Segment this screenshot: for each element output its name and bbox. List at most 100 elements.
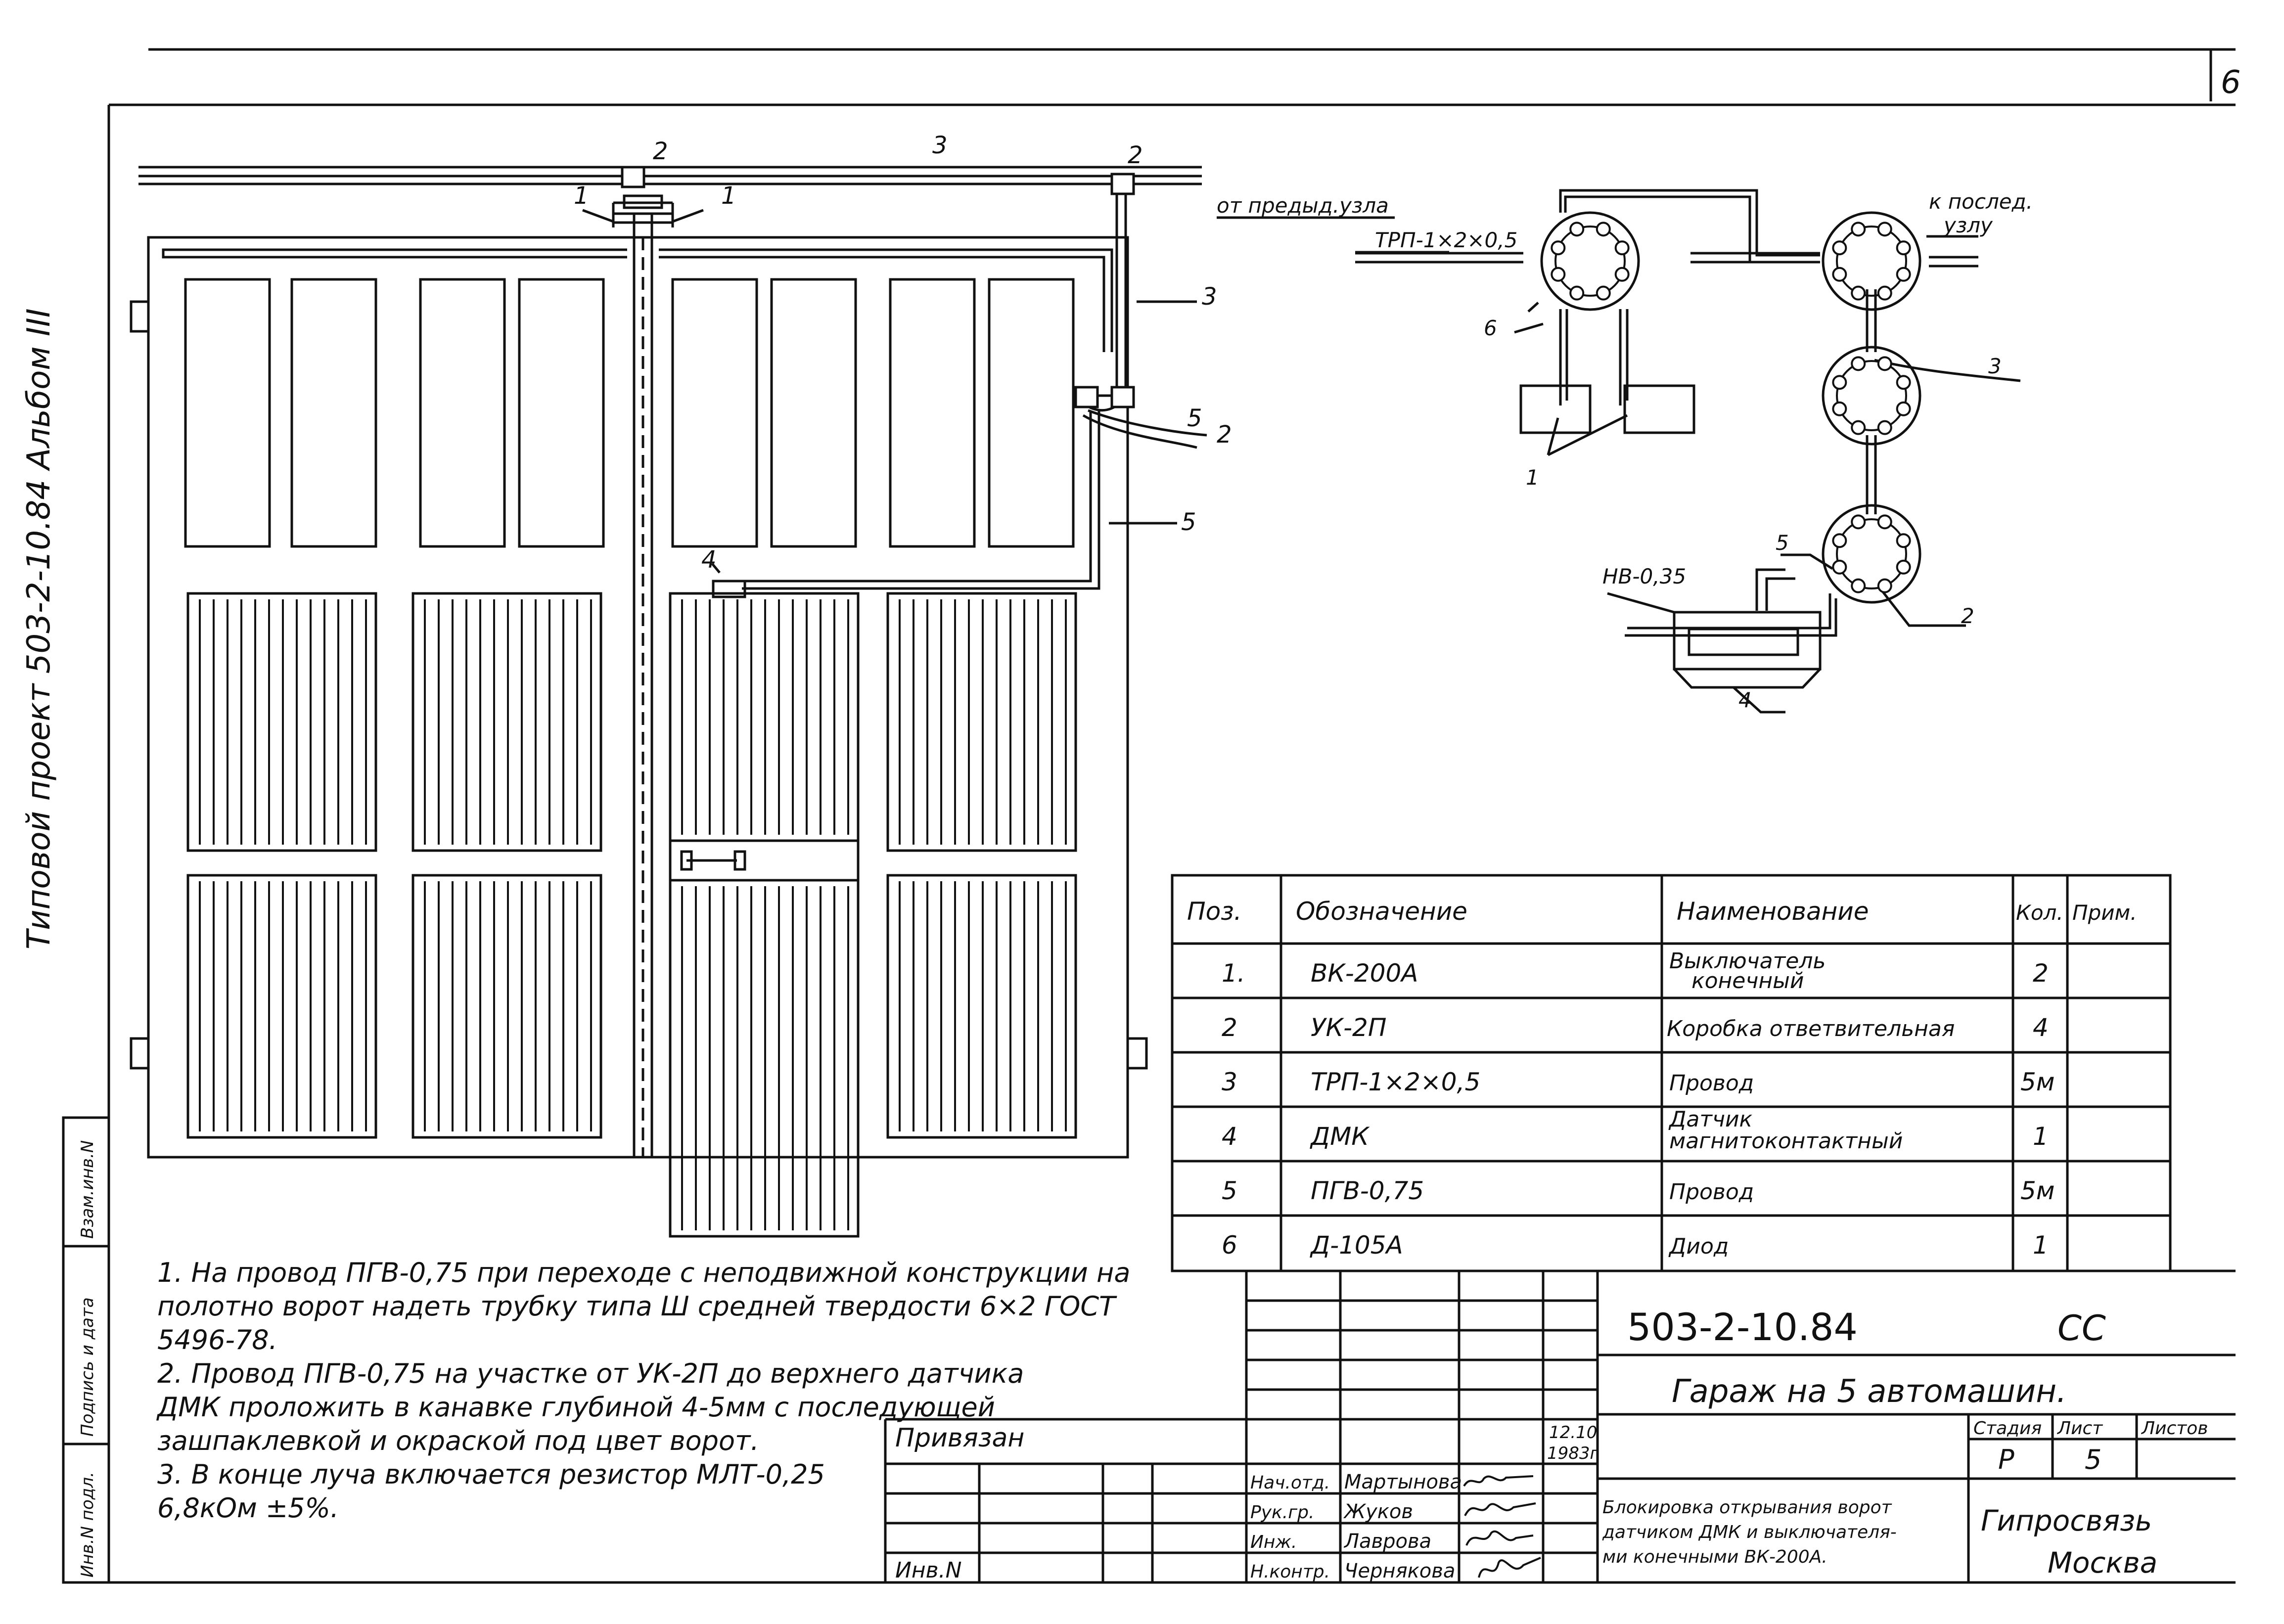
sheet-title: ми конечными ВК-200А. — [1602, 1547, 1827, 1567]
cell-pos: 2 — [1222, 1013, 1237, 1042]
schematic-sensor-dmk — [1673, 611, 1822, 671]
callout-2: 2 — [1961, 604, 1974, 628]
album-title-vertical: Типовой проект 503-2-10.84 Альбом III — [21, 308, 57, 949]
terminal — [1832, 375, 1847, 390]
stamp-signature-date: Подпись и дата — [78, 1297, 97, 1437]
leader-1 — [582, 209, 704, 223]
label-wire-trp: ТРП-1×2×0,5 — [1375, 228, 1517, 252]
th-name: Наименование — [1677, 897, 1869, 926]
upper-panel — [770, 278, 857, 548]
note-3: 3. В конце луча включается резистор МЛТ-… — [157, 1459, 825, 1524]
cell-name: Провод — [1669, 1179, 1754, 1205]
upper-panel — [184, 278, 271, 548]
door-handle-end — [680, 850, 693, 871]
stamp-inv-podl: Инв.N подл. — [78, 1472, 97, 1578]
terminal-rings — [1551, 222, 1911, 593]
person: Мартынова — [1344, 1471, 1462, 1493]
signature — [1465, 1531, 1534, 1546]
leader-nv — [1607, 592, 1675, 614]
date-year: 1983г — [1547, 1444, 1599, 1463]
sheet-title: датчиком ДМК и выключателя- — [1602, 1522, 1897, 1542]
junction-box-uk2p — [1110, 386, 1135, 408]
terminal — [1832, 533, 1847, 548]
limit-switch-body — [612, 212, 674, 224]
sheet-title: Блокировка открывания ворот — [1602, 1497, 1892, 1518]
org-name: Гипросвязь — [1981, 1504, 2152, 1537]
leader-6 — [1514, 302, 1544, 334]
person: Лаврова — [1343, 1530, 1431, 1553]
cell-pos: 3 — [1222, 1068, 1237, 1096]
terminal — [1877, 356, 1892, 371]
schematic-top-loop — [1564, 195, 1820, 264]
terminal — [1877, 420, 1892, 435]
lower-panel — [186, 874, 377, 1139]
terminal — [1877, 578, 1892, 593]
label-to-next: узлу — [1943, 213, 1993, 237]
cell-qty: 1 — [2033, 1231, 2049, 1260]
schematic-riser — [1866, 289, 1877, 352]
terminal — [1596, 222, 1611, 237]
terminal — [1877, 222, 1892, 237]
schematic-riser — [1866, 435, 1877, 514]
hinge-bracket — [1128, 1037, 1148, 1070]
lower-panel — [186, 592, 377, 852]
wire-to-switch — [633, 213, 653, 250]
panel-slats — [199, 599, 1067, 1230]
cell-name: Выключатель — [1669, 948, 1826, 974]
sensor-inner — [1688, 628, 1799, 656]
upper-panel — [671, 278, 758, 548]
upper-panel — [518, 278, 605, 548]
junction-box-symbol — [1822, 504, 1921, 604]
junction-box-inner — [1836, 360, 1907, 431]
side-stamp-box — [62, 1116, 110, 1584]
signature — [1463, 1475, 1534, 1487]
terminal — [1896, 375, 1911, 390]
cell-code: УК-2П — [1311, 1013, 1386, 1042]
terminal — [1851, 356, 1866, 371]
sheet-number: 6 — [2221, 64, 2241, 101]
hinge-bracket — [130, 300, 148, 333]
callout-3: 3 — [1202, 283, 1217, 311]
schematic-out-wire — [1929, 256, 1978, 268]
spec-table-text: Поз. Обозначение Наименование Кол. Прим.… — [1187, 897, 2137, 1260]
callout-3: 3 — [932, 132, 948, 159]
cable-5-top-right — [659, 256, 1105, 352]
terminal — [1832, 559, 1847, 575]
cell-pos: 4 — [1222, 1122, 1237, 1151]
cell-name: Провод — [1669, 1071, 1754, 1096]
schematic-top-loop — [1559, 189, 1820, 257]
sheets-header: Листов — [2141, 1418, 2208, 1439]
callout-6: 6 — [1484, 316, 1497, 340]
terminal — [1569, 222, 1585, 237]
role: Нач.отд. — [1250, 1473, 1330, 1493]
terminal — [1551, 267, 1566, 282]
junction-box-uk2p — [1110, 173, 1135, 195]
leader-5-2 — [1082, 409, 1207, 449]
schematic-limit-switch — [1519, 384, 1592, 434]
callout-1: 1 — [574, 182, 589, 210]
terminal — [1832, 267, 1847, 282]
label-to-next: к послед. — [1929, 189, 2033, 214]
sensor-magnet — [1673, 668, 1821, 689]
callout-2: 2 — [1128, 141, 1143, 169]
date-day: 12.10 — [1549, 1423, 1597, 1443]
callout-4: 4 — [1738, 688, 1752, 712]
junction-box-symbol — [1540, 211, 1640, 311]
callout-1: 1 — [1526, 465, 1539, 490]
org-city: Москва — [2048, 1546, 2157, 1579]
terminal — [1851, 222, 1866, 237]
inv-label: Инв.N — [895, 1558, 962, 1583]
role: Н.контр. — [1250, 1562, 1330, 1582]
note-2: 2. Провод ПГВ-0,75 на участке от УК-2П д… — [157, 1358, 1024, 1456]
upper-panel — [988, 278, 1075, 548]
door-handle-end — [733, 850, 746, 871]
stage-value: Р — [1998, 1444, 2014, 1475]
terminal — [1851, 578, 1866, 593]
terminal — [1896, 401, 1911, 416]
upper-panel — [889, 278, 976, 548]
terminal — [1551, 240, 1566, 256]
stage-header: Стадия — [1973, 1418, 2042, 1439]
signature — [1464, 1502, 1536, 1516]
th-note: Прим. — [2072, 901, 2137, 925]
